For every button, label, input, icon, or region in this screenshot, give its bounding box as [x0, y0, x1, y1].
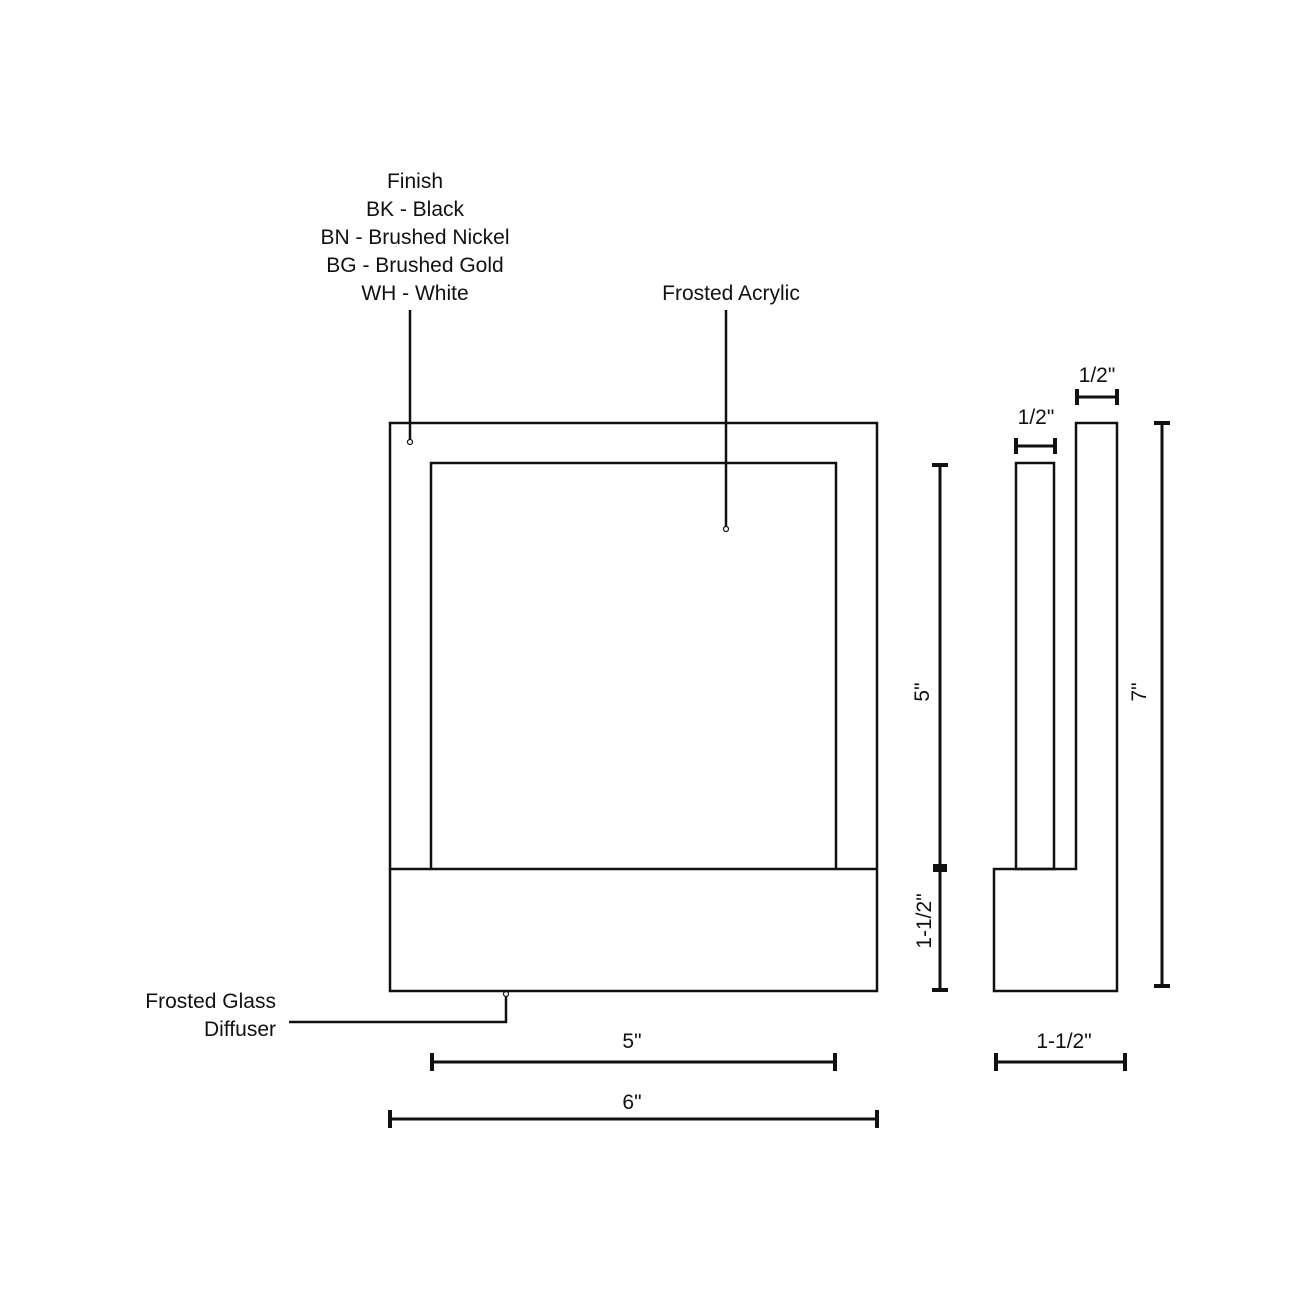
- frosted-acrylic-callout: Frosted Acrylic: [662, 282, 800, 305]
- finish-title: Finish: [386, 170, 444, 193]
- dim-line-5in-width: [430, 1053, 837, 1071]
- finish-option-black: BK - Black: [365, 198, 465, 221]
- diffuser-leader-line: [289, 996, 508, 1024]
- diffuser-leader-dot: [502, 990, 510, 998]
- finish-callout: Finish BK - Black BN - Brushed Nickel BG…: [320, 168, 509, 308]
- dim-label-acrylic-height: 5": [911, 682, 934, 702]
- acrylic-leader-dot: [722, 525, 730, 533]
- side-frame-profile: [992, 421, 1119, 993]
- dim-label-inner-width: 5": [622, 1030, 642, 1053]
- dim-label-frame-thickness: 1/2": [1078, 364, 1116, 387]
- front-outer-frame: [388, 421, 879, 993]
- side-acrylic-profile: [1014, 461, 1056, 871]
- dim-label-base-depth: 1-1/2": [1036, 1030, 1092, 1053]
- dim-label-acrylic-thickness: 1/2": [1017, 406, 1055, 429]
- finish-leader-dot: [406, 438, 414, 446]
- dim-line-side-7in-height: [1154, 421, 1170, 988]
- diffuser-callout: Frosted Glass Diffuser: [145, 988, 276, 1044]
- diffuser-line-1: Frosted Glass: [145, 990, 276, 1013]
- dim-line-side-half-a: [1014, 438, 1057, 454]
- finish-option-brushed-nickel: BN - Brushed Nickel: [320, 226, 510, 249]
- dim-line-side-half-b: [1075, 389, 1119, 405]
- dim-line-1half-height: [932, 868, 948, 992]
- finish-option-white: WH - White: [361, 282, 469, 305]
- dim-label-base-height: 1-1/2": [913, 893, 936, 949]
- dim-label-overall-height: 7": [1128, 682, 1151, 702]
- diffuser-line-2: Diffuser: [204, 1018, 276, 1041]
- finish-option-brushed-gold: BG - Brushed Gold: [326, 254, 504, 277]
- dim-label-overall-width: 6": [622, 1091, 642, 1114]
- front-acrylic-panel: [429, 461, 838, 869]
- dim-line-side-base: [994, 1053, 1127, 1071]
- dim-line-6in-width: [388, 1110, 879, 1128]
